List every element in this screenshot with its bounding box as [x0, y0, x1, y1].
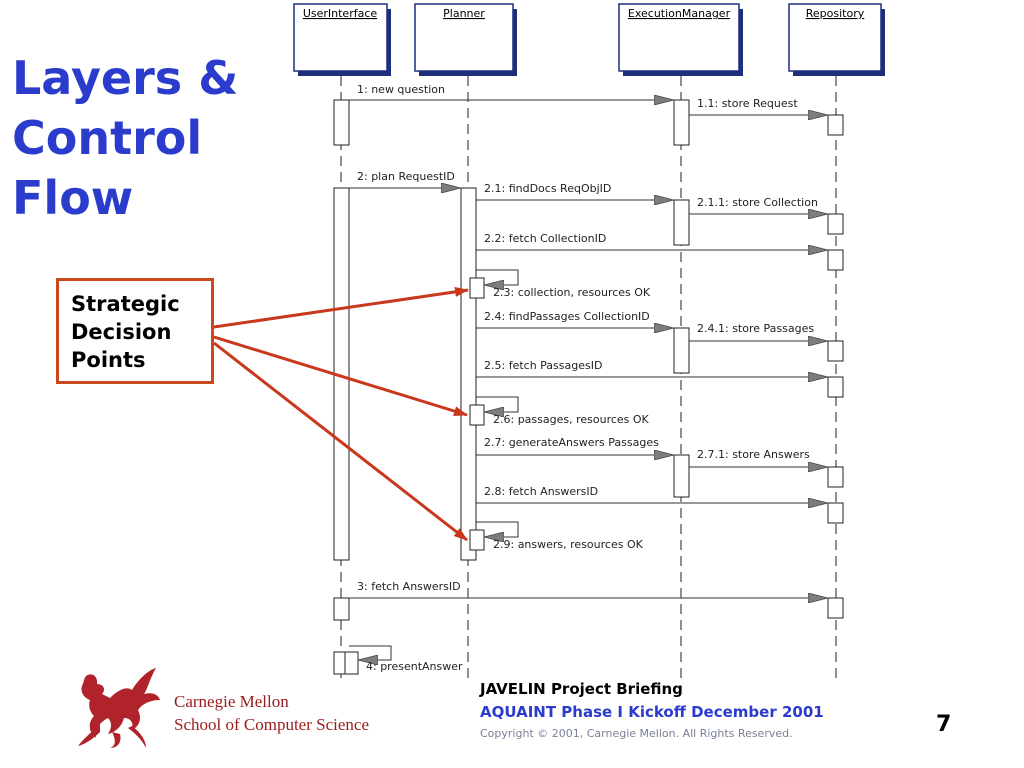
title-line: Flow [12, 171, 134, 225]
slide-title: Layers & Control Flow [12, 48, 292, 228]
callout-line: Points [71, 348, 146, 372]
activation-repo-7 [827, 502, 844, 524]
callout-line: Decision [71, 320, 172, 344]
activation-ui-3 [333, 597, 350, 621]
message-label-m3: 3: fetch AnswersID [357, 580, 461, 593]
lifeline-head-planner: Planner [414, 3, 517, 76]
activation-repo-2 [827, 213, 844, 235]
callout-line: Strategic [71, 292, 180, 316]
message-label-m2-7: 2.7: generateAnswers Passages [484, 436, 659, 449]
activation-ui-4-nested [344, 651, 359, 675]
decision-pointer-arrows [213, 286, 469, 542]
griffin-logo [78, 668, 160, 748]
activation-em-1 [673, 99, 690, 146]
lifeline-head-repository: Repository [788, 3, 885, 76]
activation-em-2 [673, 199, 690, 246]
activation-planner-self-3 [469, 529, 485, 551]
message-label-m4: 4: presentAnswer [366, 660, 463, 673]
message-label-m2-3: 2.3: collection, resources OK [493, 286, 651, 299]
activation-repo-4 [827, 340, 844, 362]
message-label-m2-1: 2.1: findDocs ReqObjID [484, 182, 611, 195]
lifeline-head-executionmanager: ExecutionManager [618, 3, 743, 76]
message-label-m2-2: 2.2: fetch CollectionID [484, 232, 606, 245]
message-label-m1: 1: new question [357, 83, 445, 96]
activation-ui-1 [333, 99, 350, 146]
lifeline-head-userinterface: UserInterface [293, 3, 391, 76]
pointer-arrow-1 [213, 286, 469, 329]
activation-em-3 [673, 327, 690, 374]
event-name: AQUAINT Phase I Kickoff December 2001 [480, 703, 824, 721]
title-line: Control [12, 111, 203, 165]
message-label-m2-6: 2.6: passages, resources OK [493, 413, 650, 426]
message-label-m2-5: 2.5: fetch PassagesID [484, 359, 602, 372]
lifeline-label: Repository [806, 7, 865, 20]
lifeline-label: UserInterface [303, 7, 378, 20]
message-label-m2-1-1: 2.1.1: store Collection [697, 196, 818, 209]
activation-repo-8 [827, 597, 844, 619]
activation-planner [460, 187, 477, 561]
activation-planner-self-1 [469, 277, 485, 299]
activation-em-4 [673, 454, 690, 498]
lifelines [340, 76, 837, 680]
project-name: JAVELIN Project Briefing [480, 680, 683, 698]
message-arrows [349, 100, 828, 660]
pointer-arrow-3 [213, 341, 468, 542]
footer-briefing: JAVELIN Project Briefing AQUAINT Phase I… [480, 680, 824, 740]
org-line: Carnegie Mellon [174, 692, 289, 711]
activation-repo-1 [827, 114, 844, 136]
pointer-arrow-2 [213, 335, 468, 417]
arrow-m2-3 [476, 269, 519, 285]
activation-planner-self-2 [469, 404, 485, 426]
arrow-m2-6 [476, 396, 519, 412]
activation-repo-5 [827, 376, 844, 398]
message-label-m2-8: 2.8: fetch AnswersID [484, 485, 598, 498]
arrow-m4 [349, 645, 392, 660]
message-label-m1-1: 1.1: store Request [697, 97, 798, 110]
arrow-m2-9 [476, 521, 519, 537]
organization-name: Carnegie Mellon School of Computer Scien… [174, 690, 369, 736]
message-label-m2-7-1: 2.7.1: store Answers [697, 448, 810, 461]
message-label-m2-4-1: 2.4.1: store Passages [697, 322, 814, 335]
message-label-m2-9: 2.9: answers, resources OK [493, 538, 644, 551]
strategic-decision-points-callout: Strategic Decision Points [56, 278, 214, 384]
activation-repo-6 [827, 466, 844, 488]
copyright-notice: Copyright © 2001, Carnegie Mellon. All R… [480, 727, 793, 740]
message-labels: 1: new question 1.1: store Request 2: pl… [357, 83, 818, 673]
lifeline-label: ExecutionManager [628, 7, 731, 20]
org-line: School of Computer Science [174, 715, 369, 734]
activation-repo-3 [827, 249, 844, 271]
message-label-m2-4: 2.4: findPassages CollectionID [484, 310, 650, 323]
page-number: 7 [936, 712, 952, 737]
title-line: Layers & [12, 51, 239, 105]
lifeline-label: Planner [443, 7, 485, 20]
message-label-m2: 2: plan RequestID [357, 170, 455, 183]
